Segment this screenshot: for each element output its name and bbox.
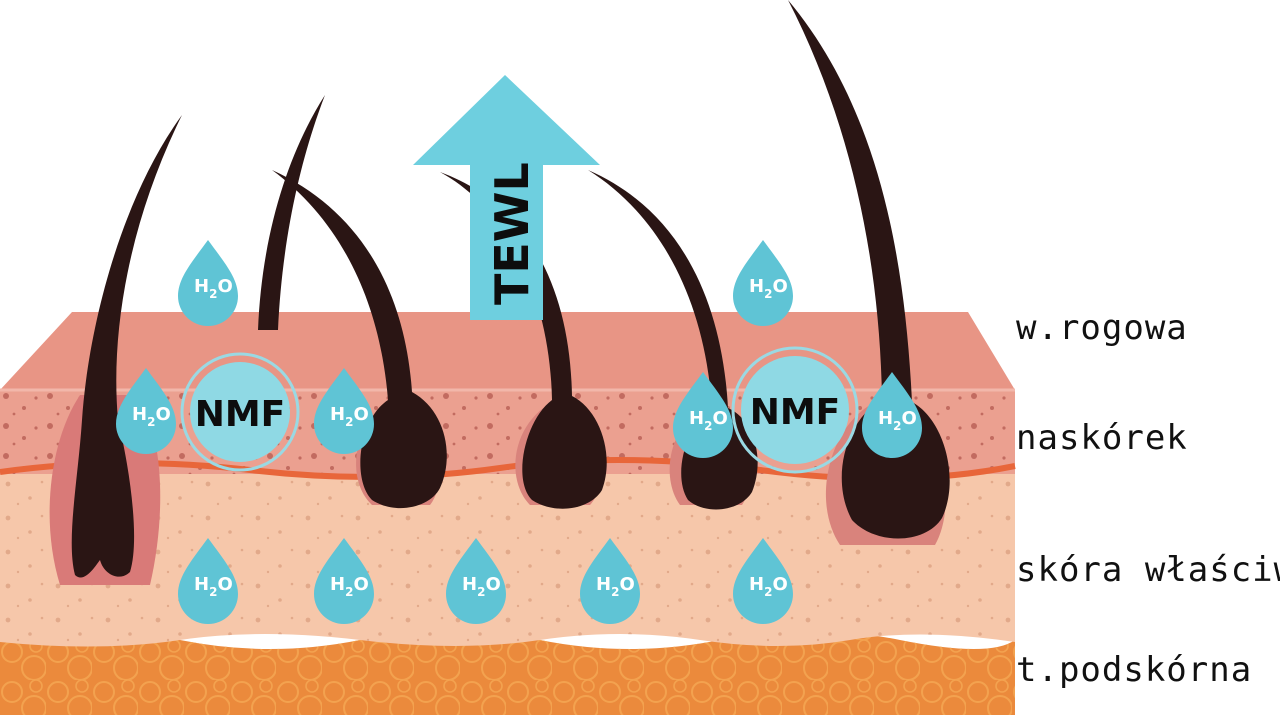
- h2o-label: H: [749, 574, 764, 595]
- label-dermis: skóra właściwa: [1016, 550, 1280, 590]
- svg-text:H2O: H2O: [749, 574, 788, 599]
- svg-text:H2O: H2O: [330, 574, 369, 599]
- h2o-label: H: [689, 408, 704, 429]
- tewl-label: TEWL: [485, 162, 539, 305]
- water-droplets: H2O H2O H2O H2O H2O H2O H2O H2O H2O H2O …: [116, 240, 922, 624]
- tewl-arrow: TEWL: [413, 75, 600, 320]
- h2o-label: H: [132, 404, 147, 425]
- svg-text:H2O: H2O: [462, 574, 501, 599]
- label-epidermis: naskórek: [1016, 418, 1188, 458]
- hypodermis-layer: [0, 631, 1015, 715]
- nmf-label: NMF: [195, 394, 286, 435]
- svg-text:H2O: H2O: [749, 276, 788, 301]
- h2o-label: H: [462, 574, 477, 595]
- h2o-label: H: [596, 574, 611, 595]
- h2o-label: H: [330, 404, 345, 425]
- svg-text:H2O: H2O: [330, 404, 369, 429]
- nmf-label: NMF: [750, 392, 841, 433]
- h2o-label: H: [194, 574, 209, 595]
- svg-text:H2O: H2O: [194, 574, 233, 599]
- svg-text:H2O: H2O: [689, 408, 728, 433]
- label-stratum-corneum: w.rogowa: [1016, 308, 1188, 348]
- svg-text:H2O: H2O: [878, 408, 917, 433]
- h2o-label: H: [749, 276, 764, 297]
- nmf-left: NMF: [180, 352, 300, 472]
- svg-text:H2O: H2O: [194, 276, 233, 301]
- svg-text:H2O: H2O: [132, 404, 171, 429]
- h2o-label: H: [330, 574, 345, 595]
- svg-text:H2O: H2O: [596, 574, 635, 599]
- label-hypodermis: t.podskórna: [1016, 650, 1253, 690]
- h2o-label: H: [194, 276, 209, 297]
- nmf-right: NMF: [731, 346, 859, 474]
- h2o-label: H: [878, 408, 893, 429]
